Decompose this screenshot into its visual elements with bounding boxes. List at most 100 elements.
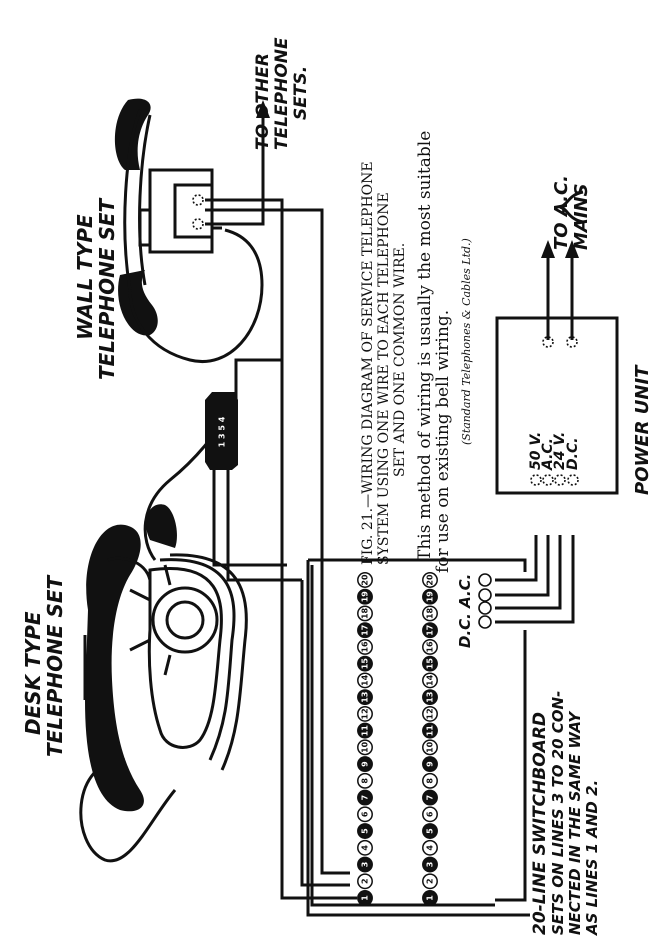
upper-terminal-1 xyxy=(357,890,373,906)
upper-terminal-label-20: 20 xyxy=(361,574,370,586)
lower-terminal-8 xyxy=(422,772,438,789)
lower-terminal-label-20: 20 xyxy=(426,574,435,586)
upper-terminal-label-15: 15 xyxy=(361,658,370,670)
power-terminal-50v: 50 V. xyxy=(528,432,544,470)
lower-terminal-9 xyxy=(422,756,438,773)
caption-title-line-1: FIG. 21.—WIRING DIAGRAM OF SERVICE TELEP… xyxy=(360,161,376,565)
power-unit: 50 V. A.C. 24 V. D.C. xyxy=(495,316,619,495)
lower-terminal-7 xyxy=(422,789,438,806)
upper-terminal-label-1: 1 xyxy=(361,895,370,901)
wiring xyxy=(205,100,584,900)
upper-terminal-label-4: 4 xyxy=(361,845,370,851)
lower-terminal-label-8: 8 xyxy=(426,778,435,784)
lower-terminal-label-13: 13 xyxy=(426,692,435,703)
lower-terminal-12 xyxy=(422,705,438,722)
desk-telephone-illustration xyxy=(79,414,248,863)
upper-terminal-19 xyxy=(357,588,373,605)
switchboard-note-line-4: AS LINES 1 AND 2. xyxy=(583,780,601,936)
upper-terminal-3 xyxy=(357,856,373,873)
lower-terminal-15 xyxy=(422,655,438,672)
upper-terminal-2 xyxy=(357,873,373,890)
desk-set-label-line-2: TELEPHONE SET xyxy=(43,574,67,757)
lower-terminal-6 xyxy=(422,806,438,823)
upper-terminal-13 xyxy=(357,689,373,706)
lower-terminal-16 xyxy=(422,638,438,655)
upper-terminal-label-14: 14 xyxy=(361,674,370,686)
power-unit-label: POWER UNIT xyxy=(632,364,653,495)
junction-block-label: 1 3 5 4 xyxy=(218,416,227,447)
upper-terminal-label-11: 11 xyxy=(361,725,370,737)
upper-terminal-6 xyxy=(357,806,373,823)
power-terminal-24v: 24 V. xyxy=(552,432,568,470)
upper-terminal-12 xyxy=(357,705,373,722)
mains-terminal-2 xyxy=(566,336,578,348)
lower-terminal-18 xyxy=(422,605,438,622)
lower-terminal-label-4: 4 xyxy=(426,845,435,851)
lower-terminal-label-1: 1 xyxy=(426,895,435,901)
upper-terminal-label-10: 10 xyxy=(361,741,370,753)
lower-terminal-label-7: 7 xyxy=(426,795,435,801)
upper-terminal-14 xyxy=(357,672,373,689)
to-mains-label: TO A.C. MAINS xyxy=(551,175,592,250)
upper-terminal-label-13: 13 xyxy=(361,692,370,703)
upper-terminal-10 xyxy=(357,739,373,756)
upper-terminal-label-6: 6 xyxy=(361,811,370,817)
lower-terminal-label-14: 14 xyxy=(426,674,435,686)
lower-terminal-label-3: 3 xyxy=(426,862,435,868)
upper-terminal-4 xyxy=(357,839,373,856)
lower-terminal-label-10: 10 xyxy=(426,741,435,753)
lower-terminal-label-2: 2 xyxy=(426,878,435,884)
desk-set-label: DESK TYPE TELEPHONE SET xyxy=(21,574,67,757)
to-other-label-line-2: TELEPHONE xyxy=(272,37,292,150)
upper-terminal-label-18: 18 xyxy=(361,607,370,619)
caption-credit: (Standard Telephones & Cables Ltd.) xyxy=(460,238,473,445)
lower-terminal-label-9: 9 xyxy=(426,761,435,767)
to-mains-label-line-1: TO A.C. xyxy=(551,175,572,250)
lower-terminal-13 xyxy=(422,689,438,706)
caption: FIG. 21.—WIRING DIAGRAM OF SERVICE TELEP… xyxy=(360,131,473,573)
lower-terminal-label-17: 17 xyxy=(426,625,435,636)
power-terminal-ac: A.C. xyxy=(540,438,556,471)
upper-terminal-15 xyxy=(357,655,373,672)
lower-terminal-17 xyxy=(422,622,438,639)
upper-terminal-label-16: 16 xyxy=(361,641,370,653)
junction-block: 1 3 5 4 xyxy=(205,392,238,470)
upper-terminal-label-8: 8 xyxy=(361,778,370,784)
lower-terminal-11 xyxy=(422,722,438,739)
to-other-label-line-3: SETS. xyxy=(291,66,311,120)
upper-terminal-8 xyxy=(357,772,373,789)
power-terminal-dc: D.C. xyxy=(565,437,581,470)
upper-terminal-label-9: 9 xyxy=(361,761,370,767)
upper-terminal-11 xyxy=(357,722,373,739)
lower-terminal-14 xyxy=(422,672,438,689)
to-mains-label-line-2: MAINS xyxy=(571,183,592,250)
switchboard-box xyxy=(306,558,530,917)
lower-terminal-19 xyxy=(422,588,438,605)
lower-terminal-10 xyxy=(422,739,438,756)
lower-terminal-label-12: 12 xyxy=(426,708,435,719)
to-other-sets-arrow-head xyxy=(256,100,270,118)
upper-terminal-5 xyxy=(357,823,373,840)
lower-terminal-label-15: 15 xyxy=(426,658,435,670)
dc-ac-label: D.C. A.C. xyxy=(456,574,474,648)
upper-terminal-17 xyxy=(357,622,373,639)
wall-set-label-line-2: TELEPHONE SET xyxy=(95,197,119,380)
upper-terminal-label-12: 12 xyxy=(361,708,370,719)
switchboard-note-line-2: SETS ON LINES 3 TO 20 CON- xyxy=(549,691,567,935)
caption-body-line-1: This method of wiring is usually the mos… xyxy=(415,131,435,561)
desk-set-label-line-1: DESK TYPE xyxy=(21,611,45,735)
power-unit-box xyxy=(495,316,619,495)
upper-terminal-9 xyxy=(357,756,373,773)
switchboard-note-line-1: 20-LINE SWITCHBOARD xyxy=(530,712,550,935)
upper-terminal-label-17: 17 xyxy=(361,625,370,636)
wall-telephone-illustration xyxy=(114,98,264,363)
lower-terminal-5 xyxy=(422,823,438,840)
wall-set-label-line-1: WALL TYPE xyxy=(73,214,97,340)
lower-terminal-2 xyxy=(422,873,438,890)
switchboard-note: 20-LINE SWITCHBOARD SETS ON LINES 3 TO 2… xyxy=(530,691,601,936)
upper-terminal-7 xyxy=(357,789,373,806)
wall-set-label: WALL TYPE TELEPHONE SET xyxy=(73,197,119,380)
